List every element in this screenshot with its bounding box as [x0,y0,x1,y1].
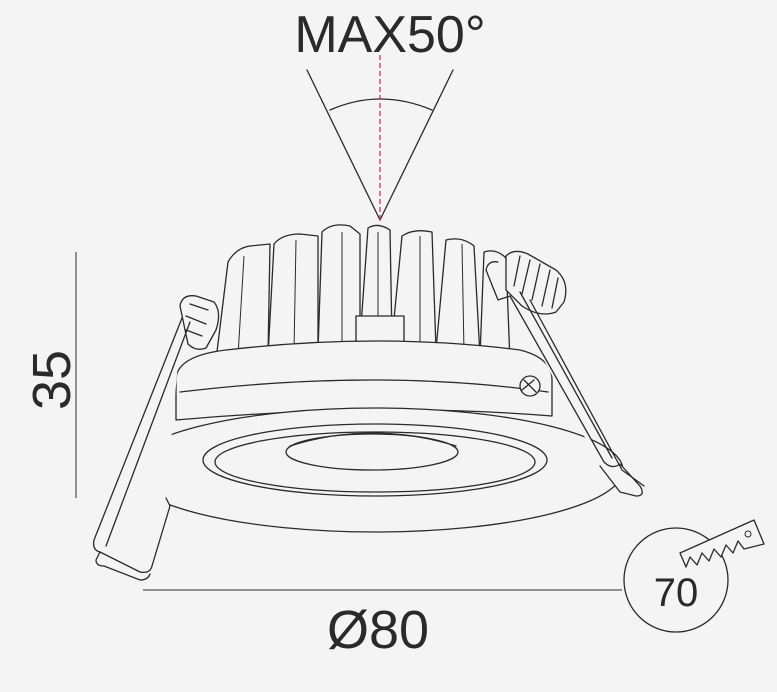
diameter-dimension: Ø80 [143,589,622,660]
height-dimension: 35 [22,252,82,498]
right-spring-clip [485,250,645,497]
diameter-label: Ø80 [327,600,429,660]
beam-angle-lines [306,55,454,222]
beam-angle-label: MAX50° [294,6,485,64]
cutout-label: 70 [654,571,699,615]
height-label: 35 [22,350,82,410]
heatsink [215,224,511,363]
saw-icon [679,519,765,568]
left-spring-clip [92,295,220,581]
trim-ring [126,407,624,533]
cutout-badge: 70 [623,519,765,633]
